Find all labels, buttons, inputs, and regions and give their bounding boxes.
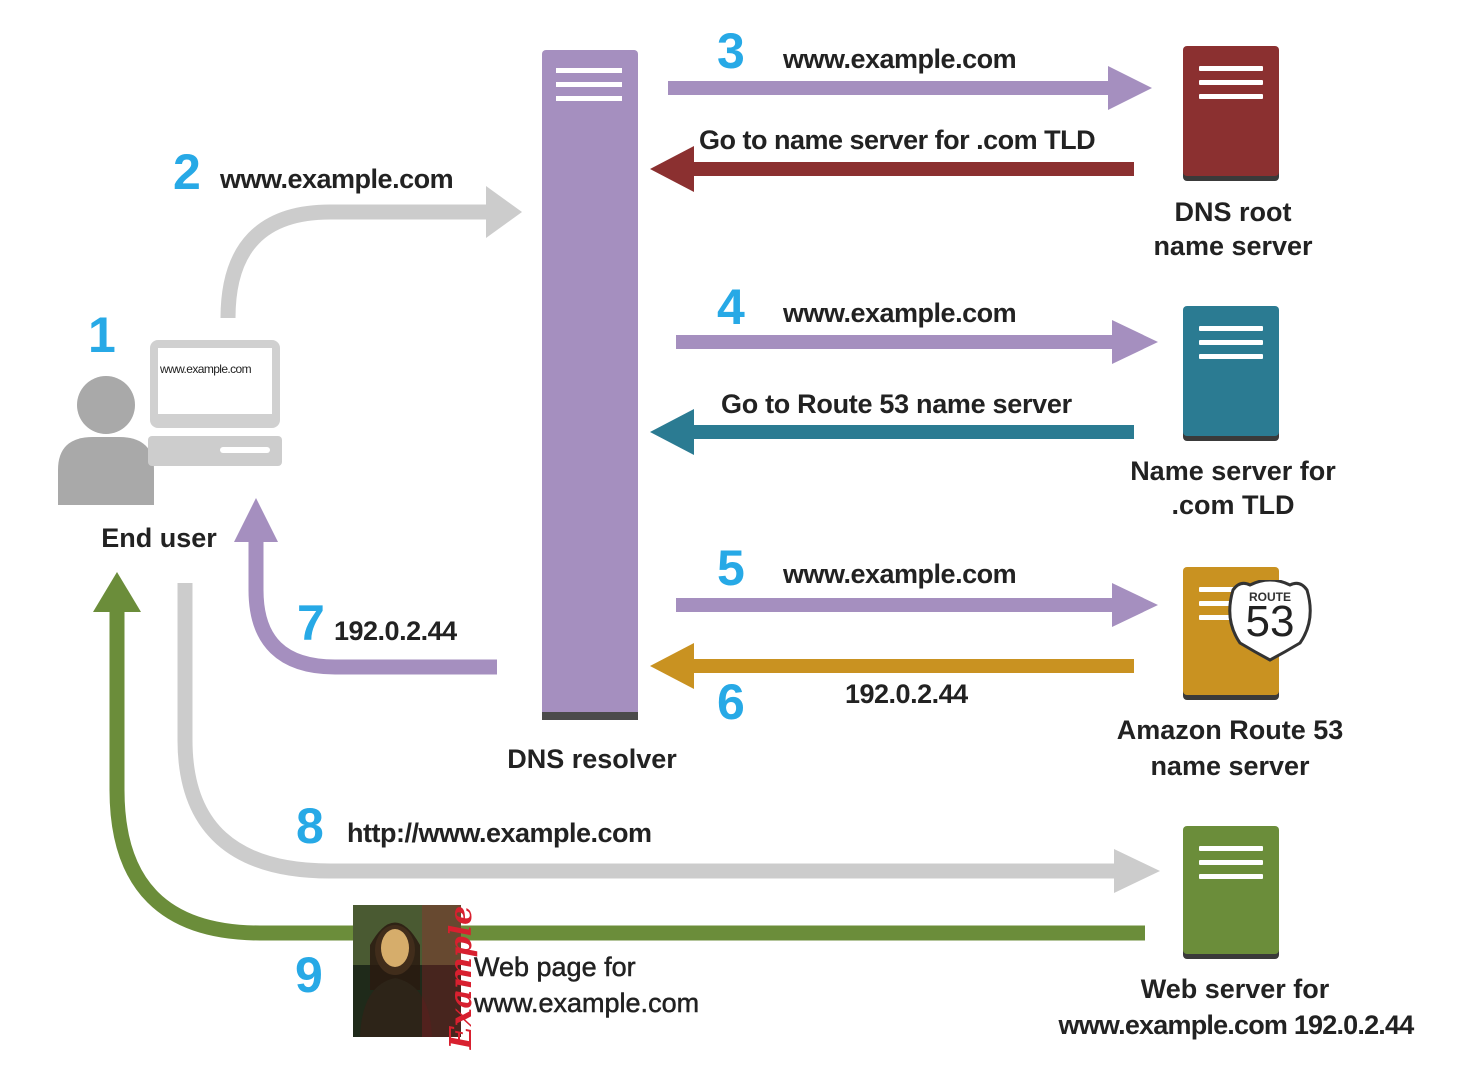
step-number-3: 3 xyxy=(717,23,745,79)
arrow-step-7 xyxy=(234,498,497,675)
step-number-2: 2 xyxy=(173,144,201,200)
message-step-4-reply: Go to Route 53 name server xyxy=(721,389,1072,419)
route53-badge-number: 53 xyxy=(1245,597,1295,646)
tld-server-icon xyxy=(1183,306,1279,436)
message-step-5: www.example.com xyxy=(783,559,1017,589)
step-number-7: 7 xyxy=(297,595,325,651)
computer-icon xyxy=(148,340,282,466)
route53-badge-top-text: ROUTE xyxy=(1249,590,1291,604)
message-step-9-line2: www.example.com xyxy=(474,988,700,1019)
arrow-step-9 xyxy=(93,572,1145,941)
arrow-step-4-reply xyxy=(650,409,1134,455)
arrow-step-6-reply xyxy=(650,643,1134,689)
end-user-label: End user xyxy=(101,523,217,553)
arrow-step-3-request xyxy=(668,66,1152,110)
arrow-step-3-reply xyxy=(650,146,1134,192)
message-step-8: http://www.example.com xyxy=(347,818,652,848)
step-number-1: 1 xyxy=(88,307,116,363)
arrow-step-4-request xyxy=(676,320,1158,364)
step-number-9: 9 xyxy=(295,947,323,1003)
arrow-step-8 xyxy=(177,583,1160,893)
dns-root-server-icon xyxy=(1183,46,1279,176)
message-step-3-reply: Go to name server for .com TLD xyxy=(699,125,1096,155)
web-server-icon xyxy=(1183,826,1279,954)
arrow-step-2 xyxy=(220,186,522,319)
message-step-7: 192.0.2.44 xyxy=(334,616,457,646)
arrow-step-5-request xyxy=(676,583,1158,627)
message-step-3: www.example.com xyxy=(783,44,1017,74)
route53-label-line1: Amazon Route 53 xyxy=(1116,715,1344,745)
tld-label-line1: Name server for xyxy=(1130,456,1336,486)
message-step-2: www.example.com xyxy=(220,164,454,194)
step-number-5: 5 xyxy=(717,540,745,596)
dns-root-label-line1: DNS root xyxy=(1174,197,1292,227)
message-step-9-line1: Web page for xyxy=(474,952,636,983)
step-number-6: 6 xyxy=(717,674,745,730)
web-server-label-line1: Web server for xyxy=(1140,974,1330,1004)
web-page-thumbnail xyxy=(353,905,461,1037)
message-step-6-reply: 192.0.2.44 xyxy=(845,679,968,709)
web-server-label-line2: www.example.com 192.0.2.44 xyxy=(1058,1010,1415,1040)
tld-label-line2: .com TLD xyxy=(1171,490,1295,520)
person-icon xyxy=(58,376,154,505)
message-step-4: www.example.com xyxy=(783,298,1017,328)
step-number-4: 4 xyxy=(717,279,745,335)
dns-resolver-label: DNS resolver xyxy=(507,744,677,774)
screen-url-text: www.example.com xyxy=(160,362,252,376)
dns-resolver-tower xyxy=(542,50,638,720)
dns-root-label-line2: name server xyxy=(1153,231,1313,261)
step-number-8: 8 xyxy=(296,798,324,854)
route53-label-line2: name server xyxy=(1150,751,1310,781)
route53-badge: ROUTE 53 xyxy=(1226,580,1316,664)
